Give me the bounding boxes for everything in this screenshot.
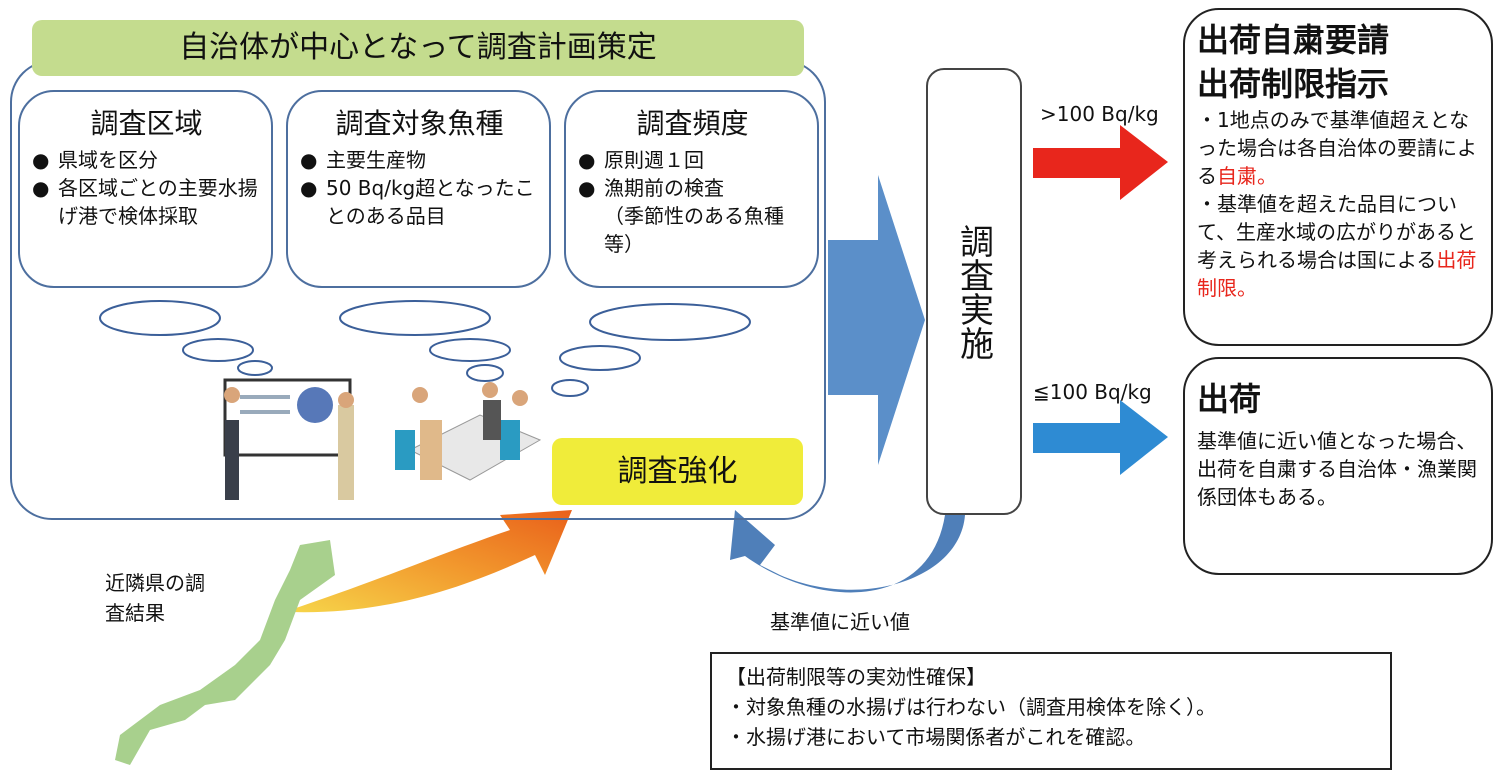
shipment-title: 出荷: [1197, 380, 1262, 418]
shipment-box: 出荷 基準値に近い値となった場合、出荷を自粛する自治体・漁業関係団体もある。: [1183, 357, 1493, 575]
box-heading: 調査頻度: [636, 107, 749, 140]
box-heading: 調査区域: [90, 107, 203, 140]
box-heading: 調査対象魚種: [335, 107, 504, 140]
implementation-box: 調査実施: [926, 68, 1022, 515]
restriction-text-1: ・1地点のみで基準値超えとなった場合は各自治体の要請による: [1197, 108, 1477, 188]
restriction-box: 出荷自粛要請 出荷制限指示 ・1地点のみで基準値超えとなった場合は各自治体の要請…: [1183, 8, 1493, 346]
restriction-text-1-red: 自粛。: [1217, 164, 1277, 188]
near-value-label: 基準値に近い値: [770, 610, 910, 634]
effectiveness-item: ・対象魚種の水揚げは行わない（調査用検体を除く）。: [726, 695, 1216, 719]
meeting-illustration: [395, 382, 542, 481]
return-arrow: [730, 510, 965, 593]
bullet-item: 主要生産物: [300, 146, 539, 174]
presentation-illustration: [223, 378, 354, 500]
big-arrow: [828, 175, 925, 465]
bullet-item: 各区域ごとの主要水揚げ港で検体採取: [32, 174, 261, 230]
effectiveness-box: 【出荷制限等の実効性確保】 ・対象魚種の水揚げは行わない（調査用検体を除く）。 …: [710, 652, 1392, 770]
japan-map-icon: [115, 540, 335, 765]
bullet-item: 50 Bq/kg超となったことのある品目: [300, 174, 539, 230]
above-threshold-label: >100 Bq/kg: [1040, 102, 1159, 126]
below-threshold-label: ≦100 Bq/kg: [1033, 380, 1152, 404]
bullet-item: 漁期前の検査: [578, 174, 807, 202]
restriction-text-2-red: 出荷制限。: [1197, 248, 1477, 300]
effectiveness-item: ・水揚げ港において市場関係者がこれを確認。: [726, 725, 1146, 749]
survey-area-box: 調査区域 県域を区分各区域ごとの主要水揚げ港で検体採取: [18, 90, 273, 288]
shipment-text: 基準値に近い値となった場合、出荷を自粛する自治体・漁業関係団体もある。: [1197, 429, 1477, 509]
restriction-text-2: ・基準値を超えた品目について、生産水域の広がりがあると考えられる場合は国による: [1197, 192, 1476, 272]
thought-bubbles: [99, 300, 751, 397]
survey-frequency-box: 調査頻度 原則週１回漁期前の検査（季節性のある魚種等）: [564, 90, 819, 288]
bullet-item: 県域を区分: [32, 146, 261, 174]
neighbor-results-label: 近隣県の調査結果: [105, 571, 205, 625]
orange-arrow: [290, 510, 572, 613]
strengthen-box: 調査強化: [552, 438, 803, 505]
red-arrow: [1033, 125, 1168, 200]
bullet-note: （季節性のある魚種等）: [604, 204, 784, 256]
target-species-box: 調査対象魚種 主要生産物50 Bq/kg超となったことのある品目: [286, 90, 551, 288]
effectiveness-title: 【出荷制限等の実効性確保】: [726, 665, 986, 689]
blue-arrow: [1033, 400, 1168, 475]
restriction-title-2: 出荷制限指示: [1197, 65, 1390, 103]
bullet-item: 原則週１回: [578, 146, 807, 174]
planning-title: 自治体が中心となって調査計画策定: [32, 20, 804, 76]
restriction-title-1: 出荷自粛要請: [1197, 21, 1390, 59]
